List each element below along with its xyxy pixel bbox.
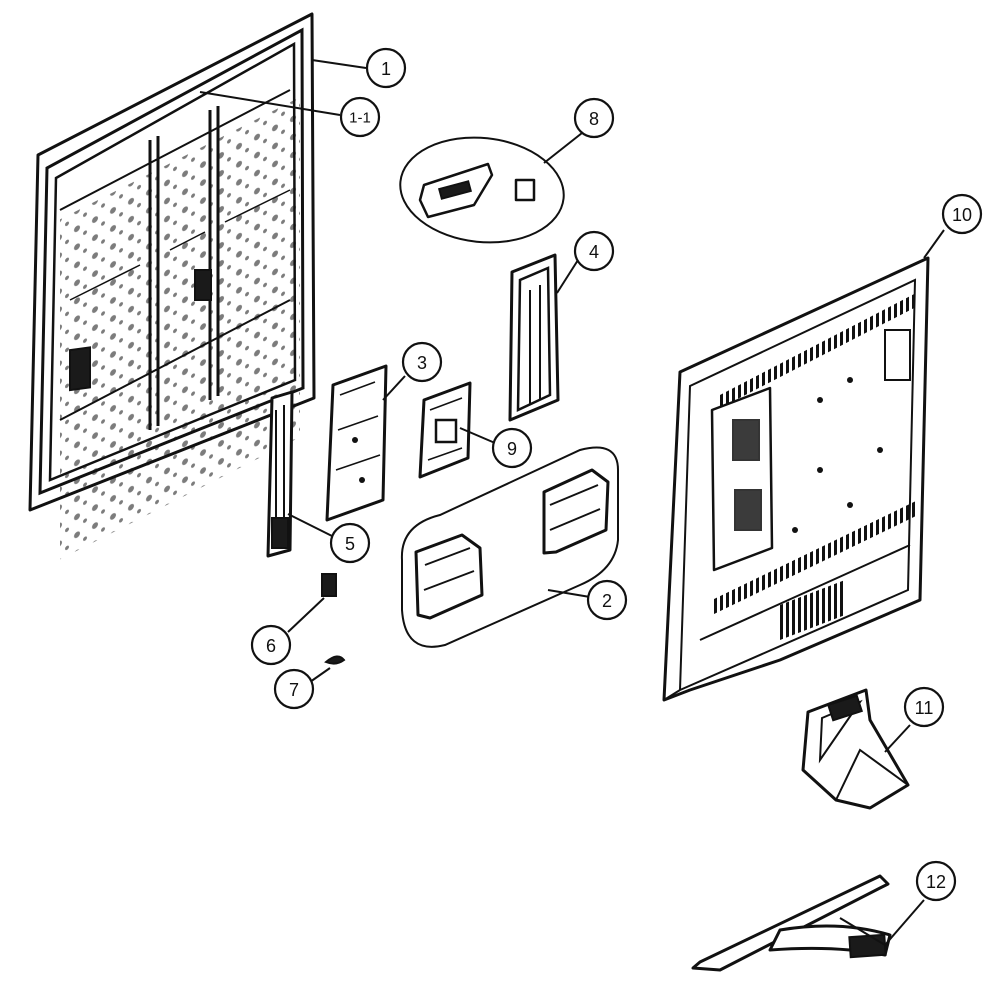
callout-11: 11 xyxy=(903,686,945,728)
part-9-small-board xyxy=(418,381,472,479)
callout-7-label: 7 xyxy=(289,680,299,700)
callout-5-label: 5 xyxy=(345,534,355,554)
callout-5: 5 xyxy=(329,522,371,564)
callout-2: 2 xyxy=(586,579,628,621)
part-1-rear-frame xyxy=(28,12,316,560)
callout-8: 8 xyxy=(573,97,615,139)
part-4-power-board xyxy=(508,253,560,422)
callout-10-label: 10 xyxy=(952,205,972,225)
callout-1-label: 1 xyxy=(381,59,391,79)
callout-6: 6 xyxy=(250,624,292,666)
callout-3-label: 3 xyxy=(417,353,427,373)
callout-1-1-label: 1-1 xyxy=(349,110,371,127)
callout-9-label: 9 xyxy=(507,439,517,459)
part-8-small-boards xyxy=(399,136,565,244)
callout-1-1: 1-1 xyxy=(339,96,381,138)
callout-12-label: 12 xyxy=(926,872,946,892)
part-10-rear-cover xyxy=(662,256,930,702)
callout-12: 12 xyxy=(915,860,957,902)
part-7-screw xyxy=(324,655,346,665)
part-6-clip xyxy=(321,573,337,597)
callout-4-label: 4 xyxy=(589,242,599,262)
part-12-stand-base xyxy=(691,874,892,972)
part-5-side-bracket xyxy=(266,390,294,558)
part-11-stand-neck xyxy=(801,688,910,810)
part-2-speakers xyxy=(400,446,619,648)
callout-10: 10 xyxy=(941,193,983,235)
callout-7: 7 xyxy=(273,668,315,710)
callout-9: 9 xyxy=(491,427,533,469)
callout-4: 4 xyxy=(573,230,615,272)
callout-8-label: 8 xyxy=(589,109,599,129)
callout-6-label: 6 xyxy=(266,636,276,656)
callout-1: 1 xyxy=(365,47,407,89)
callout-11-label: 11 xyxy=(915,698,934,718)
callout-2-label: 2 xyxy=(602,591,612,611)
leader-lines xyxy=(199,59,945,946)
part-3-main-board xyxy=(325,364,388,522)
callout-3: 3 xyxy=(401,341,443,383)
